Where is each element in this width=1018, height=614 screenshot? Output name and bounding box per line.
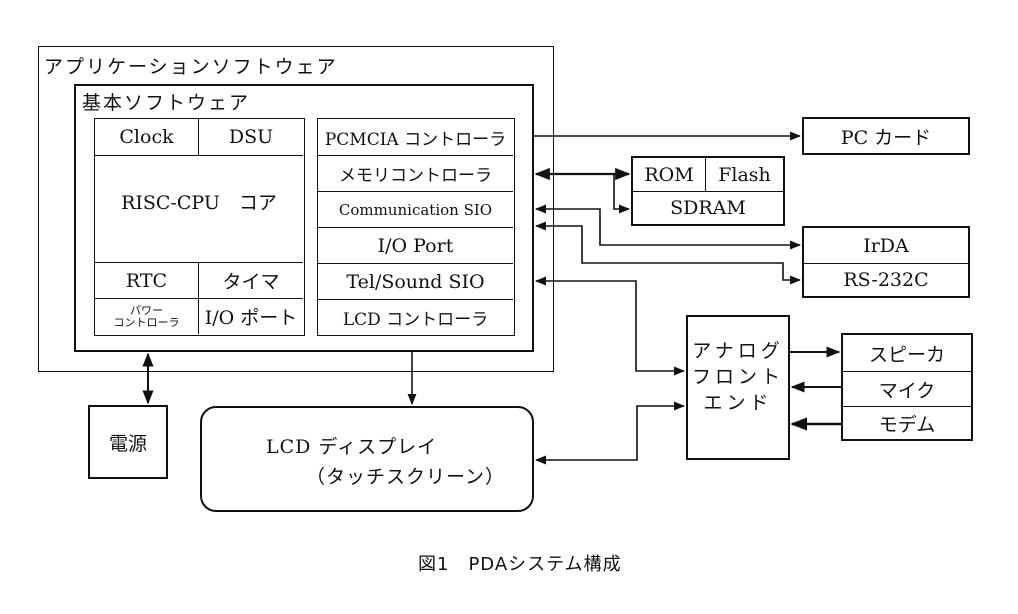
analog-frontend-cell: アナログ フロント エンド [688, 337, 788, 417]
pcmcia-controller-label: PCMCIA コントローラ [324, 129, 507, 150]
dsu-cell: DSU [198, 119, 303, 155]
memory-controller-label: メモリコントローラ [339, 166, 492, 186]
speaker-label: スピーカ [868, 343, 945, 366]
io-port-label: I/O Port [377, 234, 454, 257]
analog-frontend-label-1: アナログ [692, 340, 784, 362]
power-supply-label: 電源 [108, 432, 147, 455]
analog-frontend-label-3: エンド [703, 392, 773, 414]
io-port-jp-cell: I/O ポート [198, 298, 303, 334]
rs232c-cell: RS-232C [804, 263, 968, 296]
memory-controller-cell: メモリコントローラ [318, 155, 513, 191]
serial-box: IrDA RS-232C [802, 226, 970, 298]
clock-label: Clock [119, 126, 174, 148]
io-port-jp-label: I/O ポート [204, 307, 298, 329]
rom-label: ROM [644, 163, 694, 186]
wire-lcd-afe [534, 401, 686, 465]
pc-card-label: PC カード [840, 126, 932, 149]
power-controller-cell: パワー コントローラ [95, 298, 198, 334]
risc-cpu-core-label: RISC-CPU コア [121, 191, 277, 214]
basic-software-label: 基本ソフトウェア [82, 92, 251, 114]
lcd-controller-label: LCD コントローラ [342, 309, 489, 330]
timer-label: タイマ [222, 271, 280, 293]
tel-sound-sio-cell: Tel/Sound SIO [318, 263, 513, 299]
wire-telsound-afe [534, 276, 686, 376]
dsu-label: DSU [228, 126, 274, 148]
power-controller-label-2: コントローラ [113, 315, 180, 329]
pc-card-cell: PC カード [804, 119, 968, 153]
peripheral-block: PCMCIA コントローラ メモリコントローラ Communication SI… [317, 118, 515, 336]
cpu-block: Clock DSU RISC-CPU コア RTC タイマ パワー コントローラ… [94, 118, 305, 336]
flash-cell: Flash [705, 158, 783, 191]
clock-cell: Clock [95, 119, 198, 155]
tel-sound-sio-label: Tel/Sound SIO [346, 270, 485, 293]
power-supply-cell: 電源 [90, 407, 166, 477]
irda-cell: IrDA [804, 228, 968, 263]
audio-devices-box: スピーカ マイク モデム [841, 333, 973, 441]
rtc-label: RTC [125, 269, 168, 292]
figure-caption: 図1 PDAシステム構成 [418, 554, 622, 575]
wire-sio-irda [534, 204, 802, 250]
wire-memory-sdram [613, 174, 631, 214]
lcd-controller-cell: LCD コントローラ [318, 299, 513, 334]
lcd-display-label-1: LCD ディスプレイ [266, 436, 438, 458]
speaker-cell: スピーカ [843, 335, 971, 371]
io-port-cell: I/O Port [318, 227, 513, 263]
power-controller-label-1: パワー [130, 303, 163, 317]
mic-cell: マイク [843, 371, 971, 406]
rs232c-label: RS-232C [843, 269, 929, 291]
rtc-cell: RTC [95, 262, 198, 298]
flash-label: Flash [718, 163, 771, 186]
pcmcia-controller-cell: PCMCIA コントローラ [318, 119, 513, 155]
communication-sio-label: Communication SIO [338, 200, 493, 219]
modem-cell: モデム [843, 406, 971, 439]
application-software-label: アプリケーションソフトウェア [44, 56, 338, 78]
lcd-display-box: LCD ディスプレイ （タッチスクリーン） [200, 406, 534, 512]
irda-label: IrDA [863, 234, 909, 257]
pc-card-box: PC カード [802, 117, 970, 155]
risc-cpu-core-cell: RISC-CPU コア [95, 155, 303, 262]
wire-sio-rs232c [534, 221, 802, 285]
communication-sio-cell: Communication SIO [318, 191, 513, 227]
rom-cell: ROM [633, 158, 705, 191]
modem-label: モデム [878, 413, 936, 436]
power-supply-box: 電源 [88, 405, 168, 479]
analog-frontend-label-2: フロント [691, 366, 784, 388]
mic-label: マイク [878, 379, 936, 402]
timer-cell: タイマ [198, 262, 303, 298]
lcd-display-label-2: （タッチスクリーン） [306, 466, 506, 488]
analog-frontend-box: アナログ フロント エンド [686, 315, 790, 460]
